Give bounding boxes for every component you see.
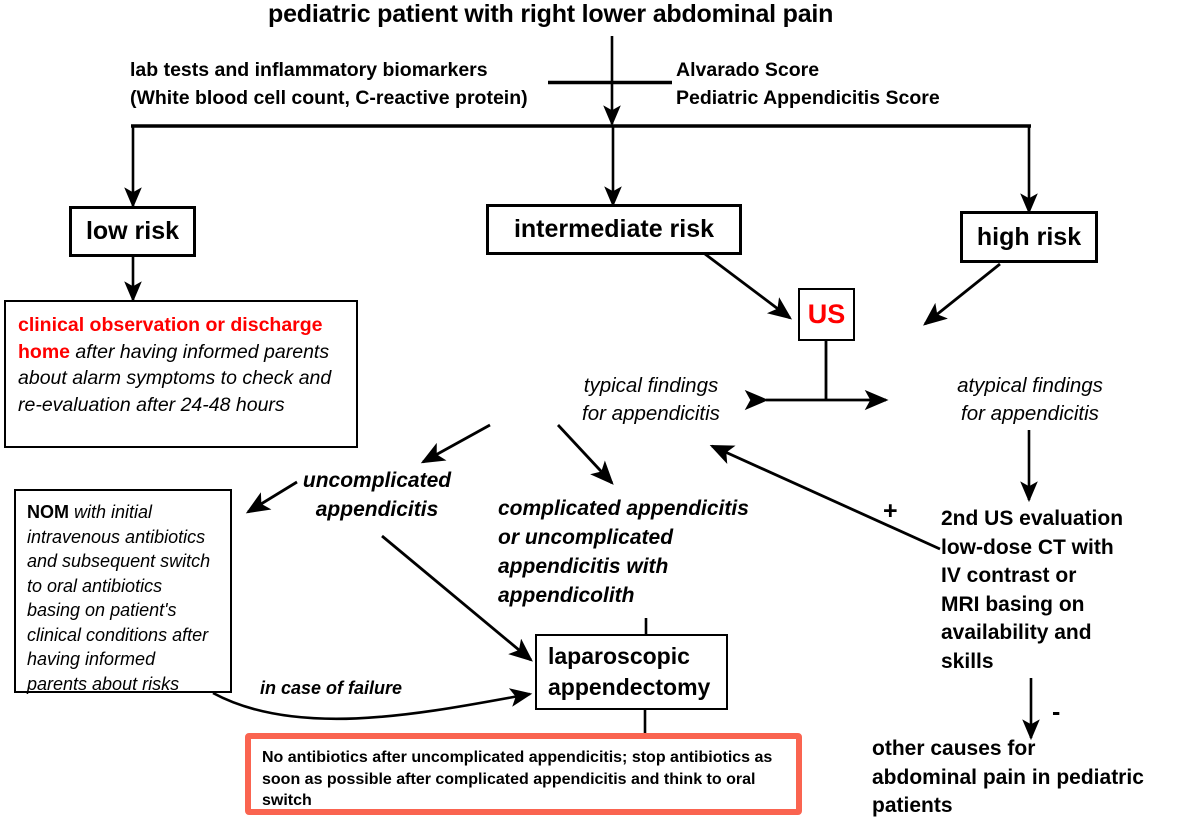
laparoscopic-appendectomy-box[interactable]: laparoscopic appendectomy	[535, 634, 728, 710]
clinical-observation-box[interactable]: clinical observation or discharge home a…	[4, 300, 358, 448]
laparoscopic-appendectomy-label: laparoscopic appendectomy	[548, 643, 711, 700]
nom-text: NOM with initial intravenous antibiotics…	[27, 500, 219, 696]
nom-bold-label: NOM	[27, 502, 69, 522]
antibiotic-policy-text: No antibiotics after uncomplicated appen…	[262, 749, 773, 809]
high-risk-label: high risk	[976, 222, 1082, 251]
assessment-right: Alvarado Score Pediatric Appendicitis Sc…	[676, 56, 940, 112]
in-case-of-failure-label: in case of failure	[260, 678, 403, 698]
typical-findings-label: typical findings for appendicitis	[582, 374, 720, 425]
low-risk-box[interactable]: low risk	[69, 206, 196, 257]
lab-tests-line-2: (White blood cell count, C-reactive prot…	[130, 87, 528, 109]
high-risk-box[interactable]: high risk	[960, 211, 1098, 263]
ultrasound-box[interactable]: US	[798, 288, 855, 341]
uncomplicated-appendicitis-label: uncomplicated appendicitis	[302, 469, 452, 521]
nom-rest-text: with initial intravenous antibiotics and…	[27, 502, 211, 694]
alvarado-score-label: Alvarado Score	[676, 59, 820, 81]
minus-sign: -	[1052, 698, 1061, 726]
clinical-observation-rest: after having informed parents about alar…	[18, 340, 332, 416]
intermediate-risk-box[interactable]: intermediate risk	[486, 204, 742, 255]
page-title: pediatric patient with right lower abdom…	[268, 0, 834, 28]
pediatric-appendicitis-score-label: Pediatric Appendicitis Score	[676, 87, 940, 109]
antibiotic-policy-box[interactable]: No antibiotics after uncomplicated appen…	[245, 733, 802, 815]
atypical-findings-label: atypical findings for appendicitis	[957, 374, 1103, 425]
lab-tests-line-1: lab tests and inflammatory biomarkers	[130, 59, 488, 81]
intermediate-risk-label: intermediate risk	[513, 215, 715, 243]
clinical-observation-highlight: clinical observation or discharge home	[18, 314, 323, 363]
clinical-observation-text: clinical observation or discharge home a…	[18, 312, 344, 418]
nom-box[interactable]: NOM with initial intravenous antibiotics…	[14, 489, 232, 696]
assessment-left: lab tests and inflammatory biomarkers (W…	[130, 56, 528, 112]
ultrasound-label: US	[807, 299, 846, 329]
other-causes-label: other causes for abdominal pain in pedia…	[872, 737, 1144, 817]
plus-sign: +	[883, 497, 898, 525]
second-us-evaluation-label: 2nd US evaluation low-dose CT with IV co…	[941, 507, 1124, 673]
low-risk-label: low risk	[85, 217, 180, 245]
complicated-appendicitis-label: complicated appendicitis or uncomplicate…	[498, 497, 749, 607]
